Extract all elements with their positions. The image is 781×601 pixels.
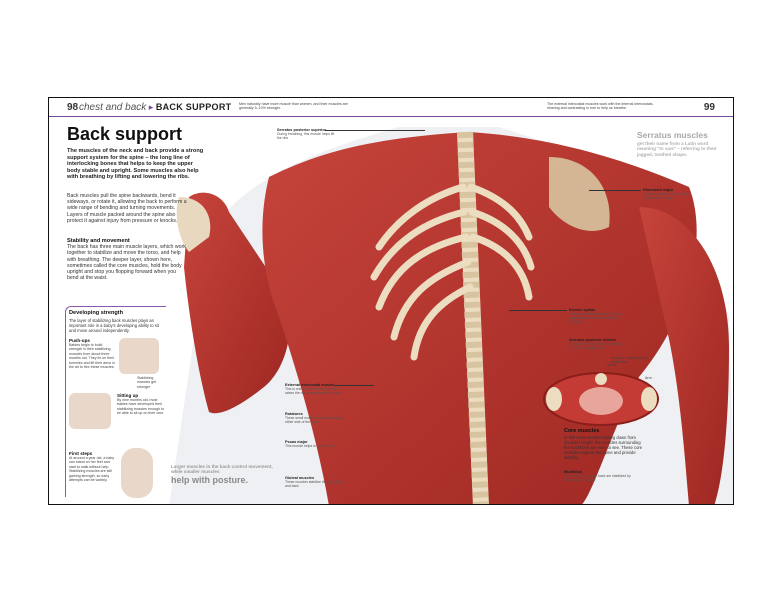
callout-text: During breathing, this muscle helps lift… bbox=[277, 132, 335, 140]
callout-heading: External intercostal muscle bbox=[285, 383, 335, 387]
back-muscles-illustration bbox=[169, 127, 733, 504]
callout-gluteal: Gluteal muscles These muscles stabilize … bbox=[285, 476, 347, 488]
header-note-right: The external intercostal muscles work wi… bbox=[547, 102, 654, 111]
left-page-number: 98 bbox=[67, 102, 79, 113]
callout-heading: Multifidus bbox=[564, 470, 582, 474]
header-rule bbox=[49, 116, 733, 117]
callout-serratus-superior: Serratus posterior superior During breat… bbox=[277, 128, 339, 140]
stability-section: Stability and movement The back has thre… bbox=[67, 238, 187, 281]
first-steps-block: First steps At around a year old, a baby… bbox=[69, 451, 117, 482]
callout-text: This muscle helps to bend the hip bbox=[285, 444, 336, 448]
page-title: Back support bbox=[67, 124, 183, 144]
developing-text: The layer of stabilizing back muscles pl… bbox=[69, 318, 159, 333]
callout-erector-spinae: Erector spinae This group of back muscle… bbox=[569, 308, 627, 324]
serratus-heading: Serratus muscles bbox=[637, 130, 708, 140]
callout-heading: Gluteal muscles bbox=[285, 476, 315, 480]
callout-rhomboid: Rhomboid major This muscle holds the sho… bbox=[643, 188, 693, 200]
header-note-left: Men naturally have more muscle than wome… bbox=[239, 102, 348, 111]
right-page-number: 99 bbox=[703, 102, 715, 113]
callout-text: These muscles stabilize the hip, pelvis,… bbox=[285, 480, 344, 488]
callout-multifidus: Multifidus The joints of the lower back … bbox=[564, 470, 634, 482]
cross-section-label-arm: Arm bbox=[645, 376, 652, 380]
leader-line bbox=[589, 190, 641, 191]
callout-heading: Psoas major bbox=[285, 440, 308, 444]
quote-line: Larger muscles in the back control movem… bbox=[171, 464, 273, 475]
callout-text: The joints of the lower back are stabili… bbox=[564, 474, 631, 482]
callout-psoas-major: Psoas major This muscle helps to bend th… bbox=[285, 440, 347, 448]
leader-line bbox=[509, 310, 567, 311]
callout-text: This muscle holds the shoulder blade to … bbox=[643, 192, 690, 200]
pushups-text: Babies begin to build strength in their … bbox=[69, 343, 115, 370]
topic-name: BACK SUPPORT bbox=[155, 102, 232, 112]
sitting-text: By nine months old, most babies have dev… bbox=[117, 398, 164, 416]
leader-line bbox=[325, 130, 425, 131]
serratus-text: get their name from a Latin word meaning… bbox=[637, 141, 717, 157]
callout-text: This group of back muscles forms a suppo… bbox=[569, 312, 623, 324]
baby-sitting-image bbox=[69, 393, 111, 429]
cross-section-label-support: Muscles supporting the body area bbox=[611, 356, 648, 365]
sitting-heading: Sitting up bbox=[117, 393, 139, 398]
breadcrumb: chest and back ▸ BACK SUPPORT bbox=[79, 102, 231, 113]
section-name: chest and back bbox=[79, 102, 147, 113]
sitting-block: Sitting up By nine months old, most babi… bbox=[117, 393, 165, 416]
callout-heading: Serratus posterior inferior bbox=[569, 338, 617, 342]
callout-rotatores: Rotatores These small muscles run all th… bbox=[285, 412, 347, 424]
quote-emphasis: help with posture. bbox=[171, 474, 249, 485]
stabilizing-label: Stabilizing muscles get stronger bbox=[137, 376, 157, 389]
callout-serratus-inferior: Serratus posterior inferior During breat… bbox=[569, 338, 627, 350]
leader-line bbox=[334, 385, 374, 386]
callout-text: During breathing, this muscle helps pull… bbox=[569, 342, 622, 350]
callout-heading: Erector spinae bbox=[569, 308, 596, 312]
baby-pushup-image bbox=[119, 338, 159, 374]
core-heading: Core muscles bbox=[564, 428, 600, 434]
pushups-block: Push-ups Babies begin to build strength … bbox=[69, 338, 115, 369]
book-spread: 98 chest and back ▸ BACK SUPPORT Men nat… bbox=[48, 97, 734, 505]
callout-text: These small muscles run all the way up e… bbox=[285, 416, 345, 424]
cross-section-diagram bbox=[543, 372, 659, 426]
callout-heading: Rhomboid major bbox=[643, 188, 674, 192]
body-text: Back muscles pull the spine backwards, b… bbox=[67, 193, 187, 224]
stability-text: The back has three main muscle layers, w… bbox=[67, 244, 186, 282]
chevron-right-icon: ▸ bbox=[148, 102, 156, 112]
callout-heading: Rotatores bbox=[285, 412, 303, 416]
callout-text: This is one of a set of muscles that rai… bbox=[285, 387, 342, 395]
intro-text: The muscles of the neck and back provide… bbox=[67, 148, 204, 181]
callout-heading: Serratus posterior superior bbox=[277, 128, 327, 132]
first-steps-heading: First steps bbox=[69, 451, 93, 456]
developing-strength-box bbox=[65, 306, 166, 497]
first-steps-text: At around a year old, a baby can stand o… bbox=[69, 456, 115, 483]
cross-section-label-spine: Spine bbox=[607, 363, 617, 367]
callout-external-intercostal: External intercostal muscle This is one … bbox=[285, 383, 347, 395]
baby-standing-image bbox=[121, 448, 153, 498]
stability-heading: Stability and movement bbox=[67, 238, 130, 244]
core-text: In this cross section looking down from … bbox=[564, 435, 643, 460]
developing-heading: Developing strength bbox=[69, 310, 124, 316]
pushups-heading: Push-ups bbox=[69, 338, 90, 343]
posture-quote: Larger muscles in the back control movem… bbox=[171, 464, 283, 485]
